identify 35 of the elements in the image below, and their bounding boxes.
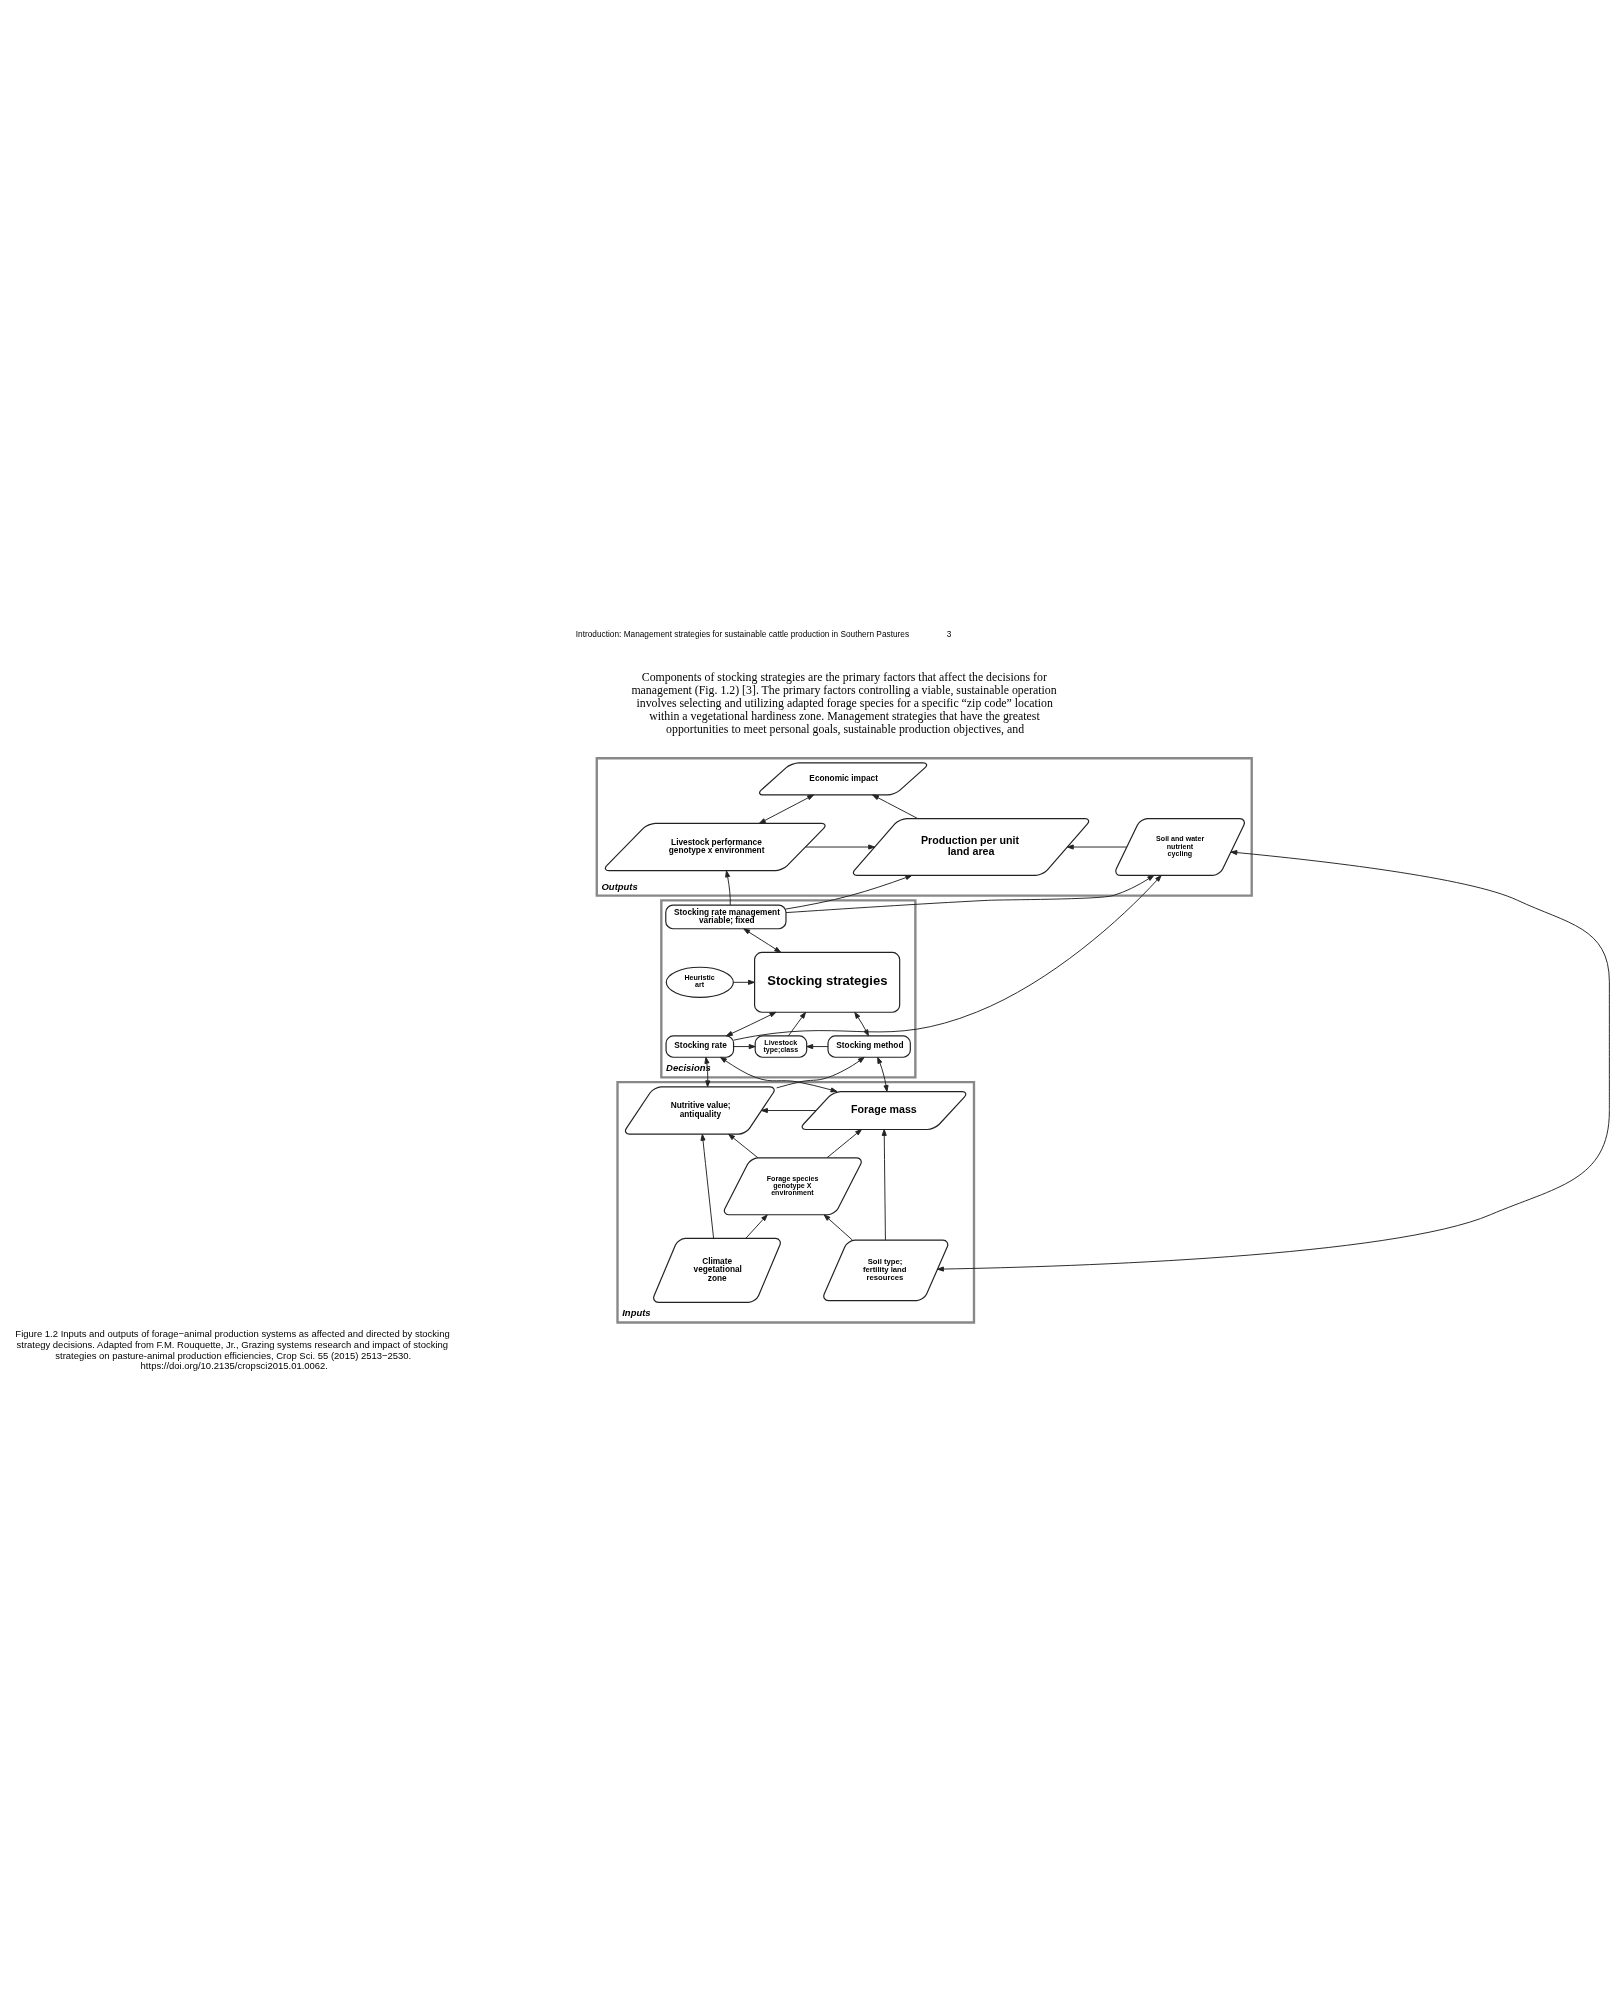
arrow: [823, 1213, 853, 1241]
arrow: [725, 869, 731, 905]
node-box: Stocking method: [827, 1034, 911, 1058]
arrow: [854, 1011, 869, 1036]
arrow: [720, 1056, 838, 1092]
node-box: Stocking strategies: [754, 951, 901, 1013]
arrow: [785, 874, 1155, 913]
arrow: [872, 793, 919, 819]
arrow: [806, 1043, 829, 1049]
arrow: [758, 794, 815, 824]
arrow: [733, 1043, 756, 1049]
arrow: [776, 1056, 865, 1088]
arrow: [728, 1133, 759, 1158]
arrow: [743, 927, 782, 953]
arrow: [787, 1011, 807, 1036]
node-box: Stocking rate: [665, 1034, 735, 1058]
arrow: [700, 1133, 715, 1239]
arrow: [937, 849, 1610, 1272]
arrow: [704, 1056, 711, 1087]
arrow: [732, 979, 755, 985]
arrow: [881, 1128, 887, 1241]
arrow: [745, 1213, 768, 1239]
arrow: [761, 1107, 817, 1113]
arrow: [805, 843, 876, 850]
node-box: Stocking rate management variable; fixed: [665, 903, 787, 929]
arrow: [785, 874, 913, 909]
arrow: [725, 1011, 777, 1036]
label: 3: [946, 628, 952, 639]
arrow: [877, 1056, 889, 1092]
caption: Figure 1.2 Inputs and outputs of forage−animal production systems as affected and directed by stocking strategy decisions. Adapted from F.M. Rouquette, Jr., Grazing systems research and impact of stocking strategies on pasture-animal production efficiencies, Crop Sci. 55 (2015) 2513−2530. https://doi.org/10.2135/cropsci2015.01.0062.: [15, 1327, 450, 1371]
arrow: [1066, 843, 1128, 850]
arrow: [826, 1128, 862, 1158]
label: Components of stocking strategies are the primary factors that affect the decisions for management (Fig. 1.2) [3]. The primary factors controlling a viable, sustainable operation involves selecting and utilizing adapted forage species for a specific “zip code” location within a vegetational hardiness zone. Management strategies that have the greatest opportunities to meet personal goals, sustainable production objectives, and: [631, 669, 1057, 736]
label: Introduction: Management strategies for sustainable cattle production in Southern Pastures: [575, 628, 910, 639]
arrow: [733, 874, 1162, 1041]
